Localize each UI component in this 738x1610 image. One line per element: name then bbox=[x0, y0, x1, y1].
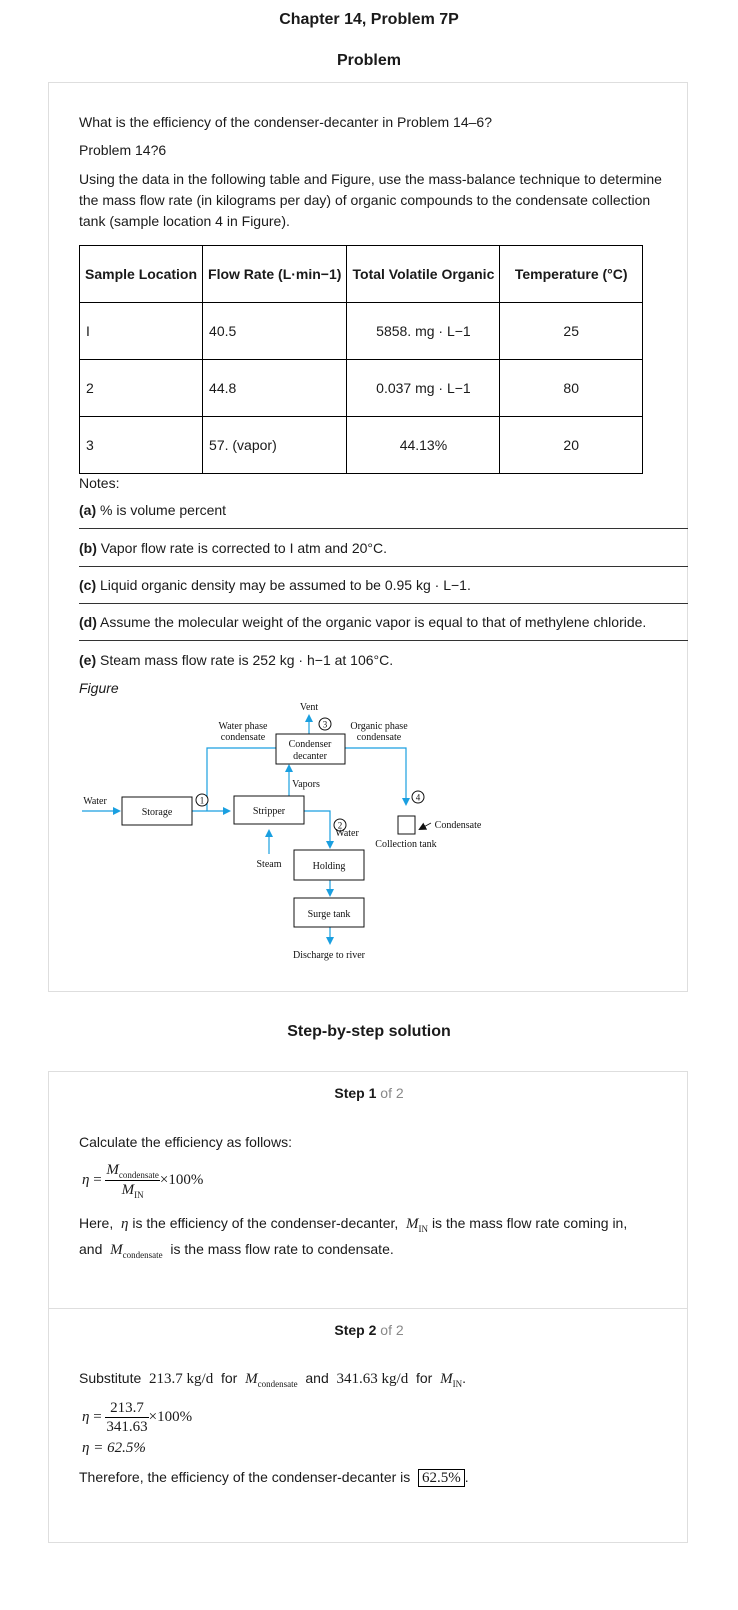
divider bbox=[79, 640, 688, 641]
table-row: 2 44.8 0.037 mg · L−1 80 bbox=[78, 359, 643, 417]
note-item: (b) Vapor flow rate is corrected to I at… bbox=[79, 540, 388, 556]
problem-question: What is the efficiency of the condenser-… bbox=[79, 114, 492, 130]
note-item: (e) Steam mass flow rate is 252 kg · h−1… bbox=[79, 652, 394, 668]
label-condenser: Condenser bbox=[289, 739, 332, 750]
label-holding: Holding bbox=[313, 861, 346, 872]
step-2-substitution: Substitute 213.7 kg/d for Mcondensate an… bbox=[79, 1370, 466, 1389]
note-item: (a) % is volume percent bbox=[79, 502, 227, 518]
column-header: Sample Location bbox=[78, 245, 204, 303]
holding-box bbox=[293, 849, 365, 881]
step-divider bbox=[49, 1308, 687, 1309]
marker-2 bbox=[333, 818, 347, 832]
data-table: Sample Location Flow Rate (L·min−1) Tota… bbox=[78, 245, 643, 474]
table-cell: 80 bbox=[499, 359, 643, 417]
label-water-out: Water bbox=[335, 828, 359, 839]
label-marker-2: 2 bbox=[338, 821, 343, 831]
surge-tank-box bbox=[293, 897, 365, 928]
condenser-box bbox=[275, 733, 346, 765]
flow-line-organic-phase bbox=[345, 747, 410, 806]
table-cell: 44.8 bbox=[202, 359, 348, 417]
step-2-heading: Step 2 of 2 bbox=[334, 1322, 404, 1338]
solution-card: Step 1 of 2 Calculate the efficiency as … bbox=[48, 1071, 688, 1543]
problem-intro: Using the data in the following table an… bbox=[79, 171, 662, 229]
column-header: Flow Rate (L·min−1) bbox=[202, 245, 348, 303]
label-vent: Vent bbox=[300, 702, 319, 713]
label-marker-3: 3 bbox=[323, 720, 328, 730]
label-vapors: Vapors bbox=[292, 779, 320, 790]
label-organic-phase: Organic phase bbox=[350, 721, 408, 732]
label-steam: Steam bbox=[257, 859, 282, 870]
problem-card: What is the efficiency of the condenser-… bbox=[48, 82, 688, 992]
storage-box bbox=[121, 796, 193, 826]
label-water-in: Water bbox=[83, 796, 107, 807]
collection-tank-box bbox=[397, 815, 416, 835]
label-surge-tank: Surge tank bbox=[308, 909, 351, 920]
result-line: η = 62.5% bbox=[82, 1440, 146, 1456]
table-header-row: Sample Location Flow Rate (L·min−1) Tota… bbox=[78, 245, 643, 303]
column-header: Total Volatile Organic bbox=[346, 245, 501, 303]
problem-reference: Problem 14?6 bbox=[79, 142, 167, 158]
stripper-box bbox=[233, 795, 305, 825]
label-discharge: Discharge to river bbox=[293, 950, 366, 961]
note-item: (c) Liquid organic density may be assume… bbox=[79, 577, 471, 593]
step-1-heading: Step 1 of 2 bbox=[334, 1085, 404, 1101]
table-cell: 3 bbox=[78, 416, 204, 474]
table-cell: 20 bbox=[499, 416, 643, 474]
notes-label: Notes: bbox=[79, 475, 120, 491]
flow-line-water-phase bbox=[206, 747, 276, 811]
table-cell: I bbox=[78, 302, 204, 360]
table-cell: 2 bbox=[78, 359, 204, 417]
label-marker-4: 4 bbox=[416, 793, 421, 803]
step-2-conclusion: Therefore, the efficiency of the condens… bbox=[79, 1469, 469, 1487]
flow-line-water-out bbox=[304, 810, 334, 849]
label-condensate: Condensate bbox=[435, 820, 482, 831]
marker-1 bbox=[195, 793, 209, 807]
label-storage: Storage bbox=[142, 807, 173, 818]
table-cell: 57. (vapor) bbox=[202, 416, 348, 474]
divider bbox=[79, 528, 688, 529]
label-water-phase: Water phase bbox=[219, 721, 268, 732]
figure-label: Figure bbox=[79, 680, 119, 696]
label-collection-tank: Collection tank bbox=[375, 839, 436, 850]
table-cell: 44.13% bbox=[346, 416, 501, 474]
table-cell: 40.5 bbox=[202, 302, 348, 360]
efficiency-formula: η = Mcondensate MIN ×100% bbox=[82, 1162, 204, 1200]
page-title: Chapter 14, Problem 7P bbox=[279, 11, 459, 28]
marker-4 bbox=[411, 790, 425, 804]
problem-heading: Problem bbox=[336, 52, 401, 69]
marker-3 bbox=[318, 717, 332, 731]
solution-heading: Step-by-step solution bbox=[287, 1023, 451, 1040]
label-condenser: decanter bbox=[293, 751, 328, 762]
note-item: (d) Assume the molecular weight of the o… bbox=[79, 614, 647, 630]
label-stripper: Stripper bbox=[253, 806, 286, 817]
answer-box: 62.5% bbox=[418, 1469, 465, 1487]
column-header: Temperature (°C) bbox=[499, 245, 643, 303]
label-marker-1: 1 bbox=[200, 796, 205, 806]
table-row: I 40.5 5858. mg · L−1 25 bbox=[78, 302, 643, 360]
table-row: 3 57. (vapor) 44.13% 20 bbox=[78, 416, 643, 474]
process-flow-diagram: Vent 3 Water phase condensate Organic ph… bbox=[82, 702, 482, 961]
step-1-explanation: Here, η is the efficiency of the condens… bbox=[79, 1215, 628, 1260]
substituted-formula: η = 213.7 341.63 ×100% bbox=[82, 1400, 193, 1435]
divider bbox=[79, 603, 688, 604]
step-1-intro: Calculate the efficiency as follows: bbox=[79, 1134, 292, 1150]
label-organic-phase: condensate bbox=[357, 732, 402, 743]
table-cell: 0.037 mg · L−1 bbox=[346, 359, 501, 417]
label-water-phase: condensate bbox=[221, 732, 266, 743]
divider bbox=[79, 566, 688, 567]
table-cell: 25 bbox=[499, 302, 643, 360]
table-cell: 5858. mg · L−1 bbox=[346, 302, 501, 360]
